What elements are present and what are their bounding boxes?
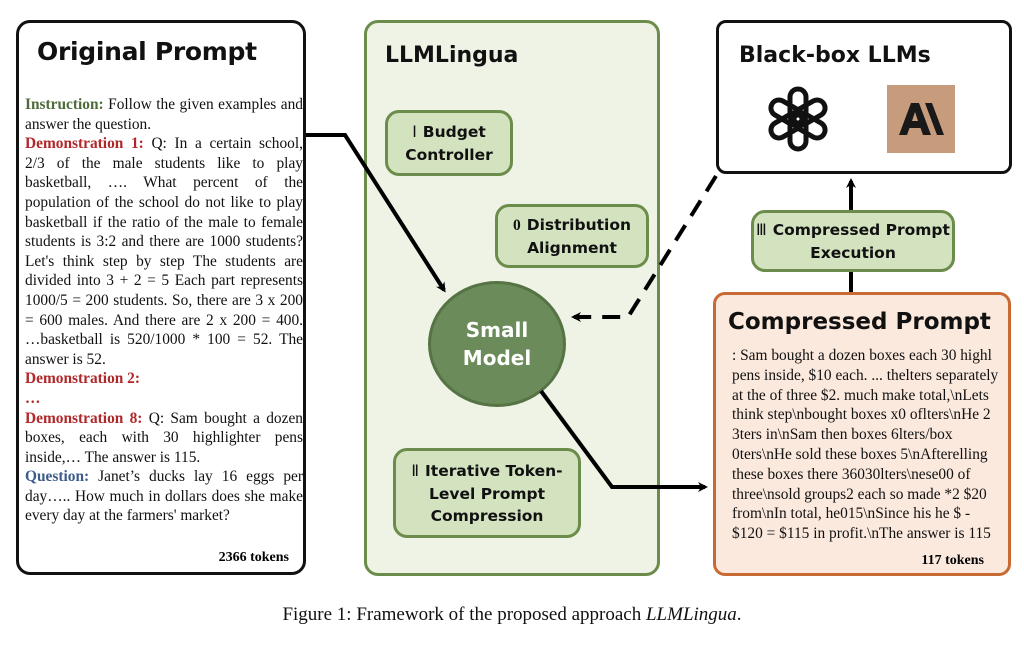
question-text: Janet’s ducks lay 16 eggs per day….. How… [25,468,303,525]
instruction-text: Follow the given examples and answer the… [25,96,303,133]
openai-logo-icon [763,84,833,154]
distribution-alignment-module: 0 Distribution Alignment [495,204,649,268]
compressed-prompt-execution-module: Ⅲ Compressed Prompt Execution [751,210,955,272]
module-numeral: 0 [512,216,521,234]
question-label: Question: [25,468,90,486]
small-model-line2: Model [462,346,532,370]
module-label: Budget Controller [405,122,493,164]
compressed-prompt-title: Compressed Prompt [728,309,991,335]
module-label: Distribution Alignment [526,215,632,257]
black-box-title: Black-box LLMs [739,43,931,68]
module-numeral: Ⅲ [756,221,767,239]
original-prompt-panel: Original Prompt Instruction: Follow the … [16,20,306,575]
module-label: Compressed Prompt Execution [772,220,950,262]
small-model-node: Small Model [428,281,566,407]
demonstration-1-label: Demonstration 1: [25,135,144,153]
iterative-compression-module: Ⅱ Iterative Token-Level Prompt Compressio… [393,448,581,538]
small-model-line1: Small [465,318,529,342]
black-box-llms-panel: Black-box LLMs [716,20,1012,174]
original-prompt-title: Original Prompt [37,37,257,66]
caption-prefix: Figure 1: Framework of the proposed appr… [282,604,646,625]
original-prompt-text: Instruction: Follow the given examples a… [25,95,303,526]
demonstration-8-label: Demonstration 8: [25,409,143,427]
demonstration-8-text: Q: Sam bought a dozen boxes, each with 3… [25,409,303,466]
caption-method-name: LLMLingua [645,604,737,625]
demonstration-2-label: Demonstration 2: [25,370,140,388]
demonstration-1-text: Q: In a certain school, 2/3 of the male … [25,135,303,368]
original-token-count: 2366 tokens [218,550,289,565]
caption-suffix: . [736,604,742,625]
module-numeral: Ⅱ [411,462,420,480]
module-label: Iterative Token-Level Prompt Compression [425,461,563,525]
compressed-prompt-panel: Compressed Prompt : Sam bought a dozen b… [713,292,1011,576]
instruction-label: Instruction: [25,96,104,113]
demonstration-ellipsis: … [25,389,41,407]
anthropic-logo-icon [887,85,955,153]
compressed-prompt-text: : Sam bought a dozen boxes each 30 highl… [732,347,999,543]
module-numeral: Ⅰ [412,123,417,141]
llmlingua-title: LLMLingua [385,43,519,68]
figure-caption: Figure 1: Framework of the proposed appr… [0,604,1024,626]
compressed-token-count: 117 tokens [921,553,984,568]
